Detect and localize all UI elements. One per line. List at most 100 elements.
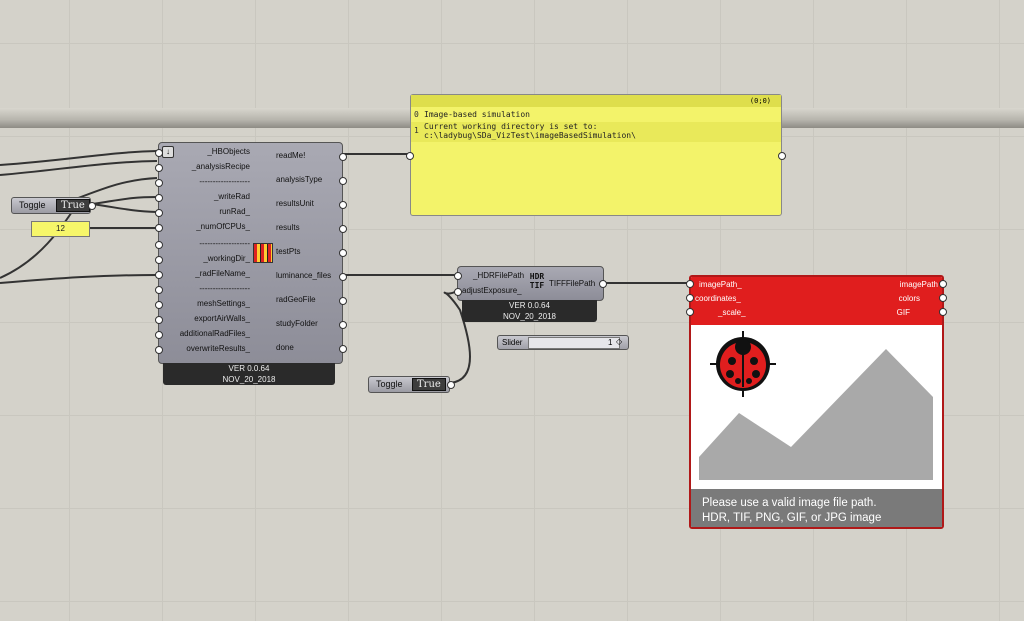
- input-label: _HDRFilePath: [473, 271, 525, 280]
- row-index: 1: [414, 126, 419, 135]
- input-port[interactable]: [155, 241, 163, 249]
- viewer-header: imagePath_ coordinates_ _scale_ imagePat…: [691, 277, 942, 325]
- input-label: -------------------: [199, 284, 250, 293]
- input-port[interactable]: [155, 301, 163, 309]
- hdr-to-tif-component[interactable]: _HDRFilePath adjustExposure_ HDR TIF TIF…: [454, 266, 607, 301]
- output-label: luminance_files: [276, 271, 332, 280]
- input-port[interactable]: [406, 152, 414, 160]
- input-port[interactable]: [686, 308, 694, 316]
- output-port[interactable]: [778, 152, 786, 160]
- ladybug-icon: [710, 331, 776, 397]
- wire: [443, 290, 471, 384]
- input-port[interactable]: [686, 280, 694, 288]
- output-port[interactable]: [339, 297, 347, 305]
- input-port[interactable]: [155, 346, 163, 354]
- output-label: testPts: [276, 247, 301, 256]
- version-label: VER 0.0.64: [228, 364, 270, 373]
- hb-run-daylight-component[interactable]: ↓ _HBObjects_analysisRecipe-------------…: [155, 142, 347, 364]
- output-label: radGeoFile: [276, 295, 316, 304]
- output-label: colors: [898, 294, 920, 303]
- output-port[interactable]: [339, 273, 347, 281]
- output-label: resultsUnit: [276, 199, 314, 208]
- input-label: exportAirWalls_: [194, 314, 250, 323]
- input-port[interactable]: [155, 209, 163, 217]
- input-port[interactable]: [155, 224, 163, 232]
- cpu-count-value: 12: [56, 224, 65, 233]
- input-port[interactable]: [155, 271, 163, 279]
- panel-row: 1 Current working directory is set to: c…: [411, 122, 781, 142]
- input-port[interactable]: [454, 288, 462, 296]
- input-port[interactable]: [155, 331, 163, 339]
- output-label: done: [276, 343, 294, 352]
- image-placeholder-icon: [699, 349, 933, 480]
- output-port[interactable]: [339, 345, 347, 353]
- slider-grip-icon[interactable]: ◇: [616, 337, 623, 346]
- output-port[interactable]: [339, 177, 347, 185]
- output-port[interactable]: [339, 225, 347, 233]
- output-label: readMe!: [276, 151, 306, 160]
- output-port[interactable]: [599, 280, 607, 288]
- grid-icon: [253, 243, 273, 263]
- wire: [0, 274, 158, 284]
- row-text-line2: c:\ladybug\SDa_VizTest\imageBasedSimulat…: [424, 131, 636, 140]
- input-label: _workingDir_: [203, 254, 250, 263]
- hdr-version-bar: VER 0.0.64 NOV_20_2018: [462, 300, 597, 322]
- boolean-toggle[interactable]: Toggle True: [368, 376, 455, 393]
- icon-text-bottom: TIF: [529, 281, 545, 290]
- toggle-value[interactable]: True: [56, 199, 90, 212]
- toggle-value[interactable]: True: [412, 378, 446, 391]
- input-label: _scale_: [718, 308, 746, 317]
- row-text: Image-based simulation: [424, 110, 530, 119]
- input-label: _writeRad: [213, 192, 250, 201]
- input-port[interactable]: [155, 164, 163, 172]
- row-text-line1: Current working directory is set to:: [424, 122, 598, 131]
- collapse-arrow-icon[interactable]: ↓: [162, 146, 174, 158]
- output-port[interactable]: [339, 153, 347, 161]
- input-label: _radFileName_: [195, 269, 250, 278]
- output-port[interactable]: [339, 321, 347, 329]
- input-label: _numOfCPUs_: [196, 222, 250, 231]
- toggle-label: Toggle: [376, 379, 403, 389]
- output-port[interactable]: [88, 202, 96, 210]
- output-label: studyFolder: [276, 319, 318, 328]
- readme-panel[interactable]: (0;0) 0 Image-based simulation 1 Current…: [406, 94, 786, 216]
- output-port[interactable]: [339, 249, 347, 257]
- output-port[interactable]: [939, 308, 947, 316]
- input-port[interactable]: [686, 294, 694, 302]
- input-label: -------------------: [199, 177, 250, 186]
- input-port[interactable]: [155, 179, 163, 187]
- input-label: imagePath_: [699, 280, 742, 289]
- date-label: NOV_20_2018: [222, 375, 276, 384]
- image-viewer-component[interactable]: imagePath_ coordinates_ _scale_ imagePat…: [689, 275, 944, 529]
- input-port[interactable]: [454, 272, 462, 280]
- viewer-message: Please use a valid image file path. HDR,…: [691, 489, 942, 527]
- output-port[interactable]: [447, 381, 455, 389]
- boolean-toggle[interactable]: Toggle True: [11, 197, 96, 214]
- input-port[interactable]: [155, 256, 163, 264]
- input-port[interactable]: [155, 316, 163, 324]
- slider-value: 1: [608, 338, 613, 347]
- input-label: overwriteResults_: [186, 344, 250, 353]
- output-label: imagePath: [899, 280, 938, 289]
- cpu-count-panel[interactable]: 12: [31, 221, 90, 237]
- input-label: _HBObjects: [207, 147, 250, 156]
- output-port[interactable]: [939, 280, 947, 288]
- input-label: coordinates_: [695, 294, 741, 303]
- output-label: TIFFFilePath: [549, 279, 596, 288]
- input-port[interactable]: [155, 149, 163, 157]
- input-label: adjustExposure_: [462, 286, 522, 295]
- output-port[interactable]: [339, 201, 347, 209]
- input-port[interactable]: [155, 194, 163, 202]
- icon-text-top: HDR: [529, 272, 545, 281]
- wire: [91, 196, 158, 205]
- wire: [0, 150, 158, 166]
- slider-track[interactable]: [528, 337, 620, 349]
- input-port[interactable]: [155, 286, 163, 294]
- output-port[interactable]: [939, 294, 947, 302]
- panel-row: 0 Image-based simulation: [411, 110, 781, 122]
- number-slider[interactable]: Slider 1 ◇: [497, 335, 629, 350]
- output-label: analysisType: [276, 175, 323, 184]
- slider-label: Slider: [502, 338, 523, 347]
- branch-path: (0;0): [749, 97, 771, 105]
